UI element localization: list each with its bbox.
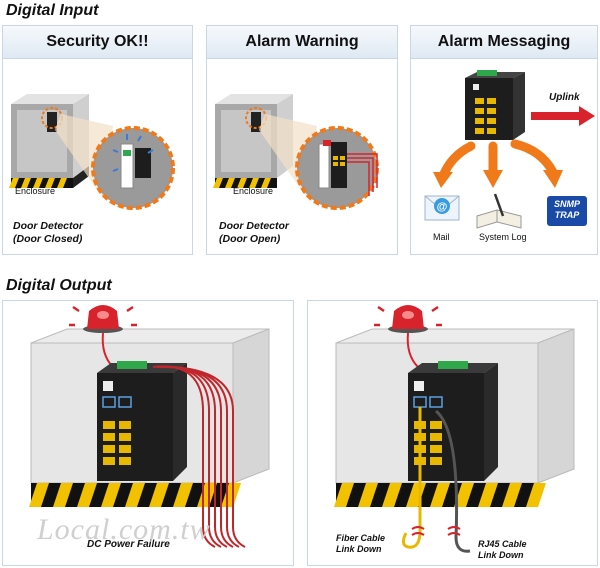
switch-icon — [465, 70, 525, 140]
snmp-line-1: SNMP — [553, 199, 580, 209]
panel-cable-link-down: Fiber Cable Link Down RJ45 Cable Link Do… — [307, 300, 598, 566]
uplink-arrow-icon — [531, 106, 595, 126]
rj45-line-2: Link Down — [478, 550, 524, 560]
watermark-text: Local.com.tw — [37, 513, 211, 546]
alarm-beacon-icon — [69, 305, 137, 333]
rj45-link-down-label: RJ45 Cable Link Down — [478, 539, 527, 561]
panel-security-ok: Security OK!! — [2, 25, 193, 255]
panel-heading: Security OK!! — [3, 26, 192, 59]
snmp-trap-label: SNMP TRAP — [547, 199, 587, 221]
system-log-label: System Log — [479, 232, 527, 242]
panel-heading: Alarm Warning — [207, 26, 397, 59]
switch-icon — [97, 361, 187, 481]
alarm-warning-illustration — [213, 94, 379, 210]
rj45-line-1: RJ45 Cable — [478, 539, 527, 549]
panel-dc-power-failure: Local.com.tw DC Power Failure — [2, 300, 294, 566]
detector-line-2: (Door Open) — [219, 233, 281, 245]
enclosure-label: Enclosure — [233, 186, 274, 196]
detector-line-1: Door Detector — [13, 220, 84, 232]
fiber-line-2: Link Down — [336, 544, 382, 554]
alarm-beacon-icon — [374, 305, 442, 333]
book-icon — [476, 193, 522, 229]
snmp-trap-icon — [547, 196, 587, 226]
door-detector-label: Door Detector (Door Closed) — [13, 220, 83, 246]
dc-power-failure-label: DC Power Failure — [87, 539, 170, 550]
panel-heading: Alarm Messaging — [411, 26, 597, 59]
security-ok-illustration — [9, 94, 175, 210]
panel-alarm-warning: Alarm Warning Enclosure Door Detector (D… — [206, 25, 398, 255]
mail-label: Mail — [433, 232, 450, 242]
svg-text:@: @ — [437, 201, 448, 213]
snmp-line-2: TRAP — [554, 210, 580, 220]
alarm-messaging-illustration: @ — [424, 70, 595, 229]
fiber-link-down-label: Fiber Cable Link Down — [336, 533, 385, 555]
fiber-line-1: Fiber Cable — [336, 533, 386, 543]
dc-power-failure-illustration — [29, 305, 270, 548]
panel-alarm-messaging: Alarm Messaging — [410, 25, 598, 255]
door-detector-label: Door Detector (Door Open) — [219, 220, 289, 246]
digital-input-title: Digital Input — [6, 2, 99, 19]
uplink-label: Uplink — [549, 92, 580, 103]
detector-line-1: Door Detector — [219, 220, 290, 232]
detector-line-2: (Door Closed) — [13, 233, 83, 245]
digital-output-title: Digital Output — [6, 277, 112, 294]
enclosure-label: Enclosure — [15, 186, 56, 196]
cable-link-down-illustration — [334, 305, 575, 553]
mail-icon: @ — [424, 195, 460, 221]
